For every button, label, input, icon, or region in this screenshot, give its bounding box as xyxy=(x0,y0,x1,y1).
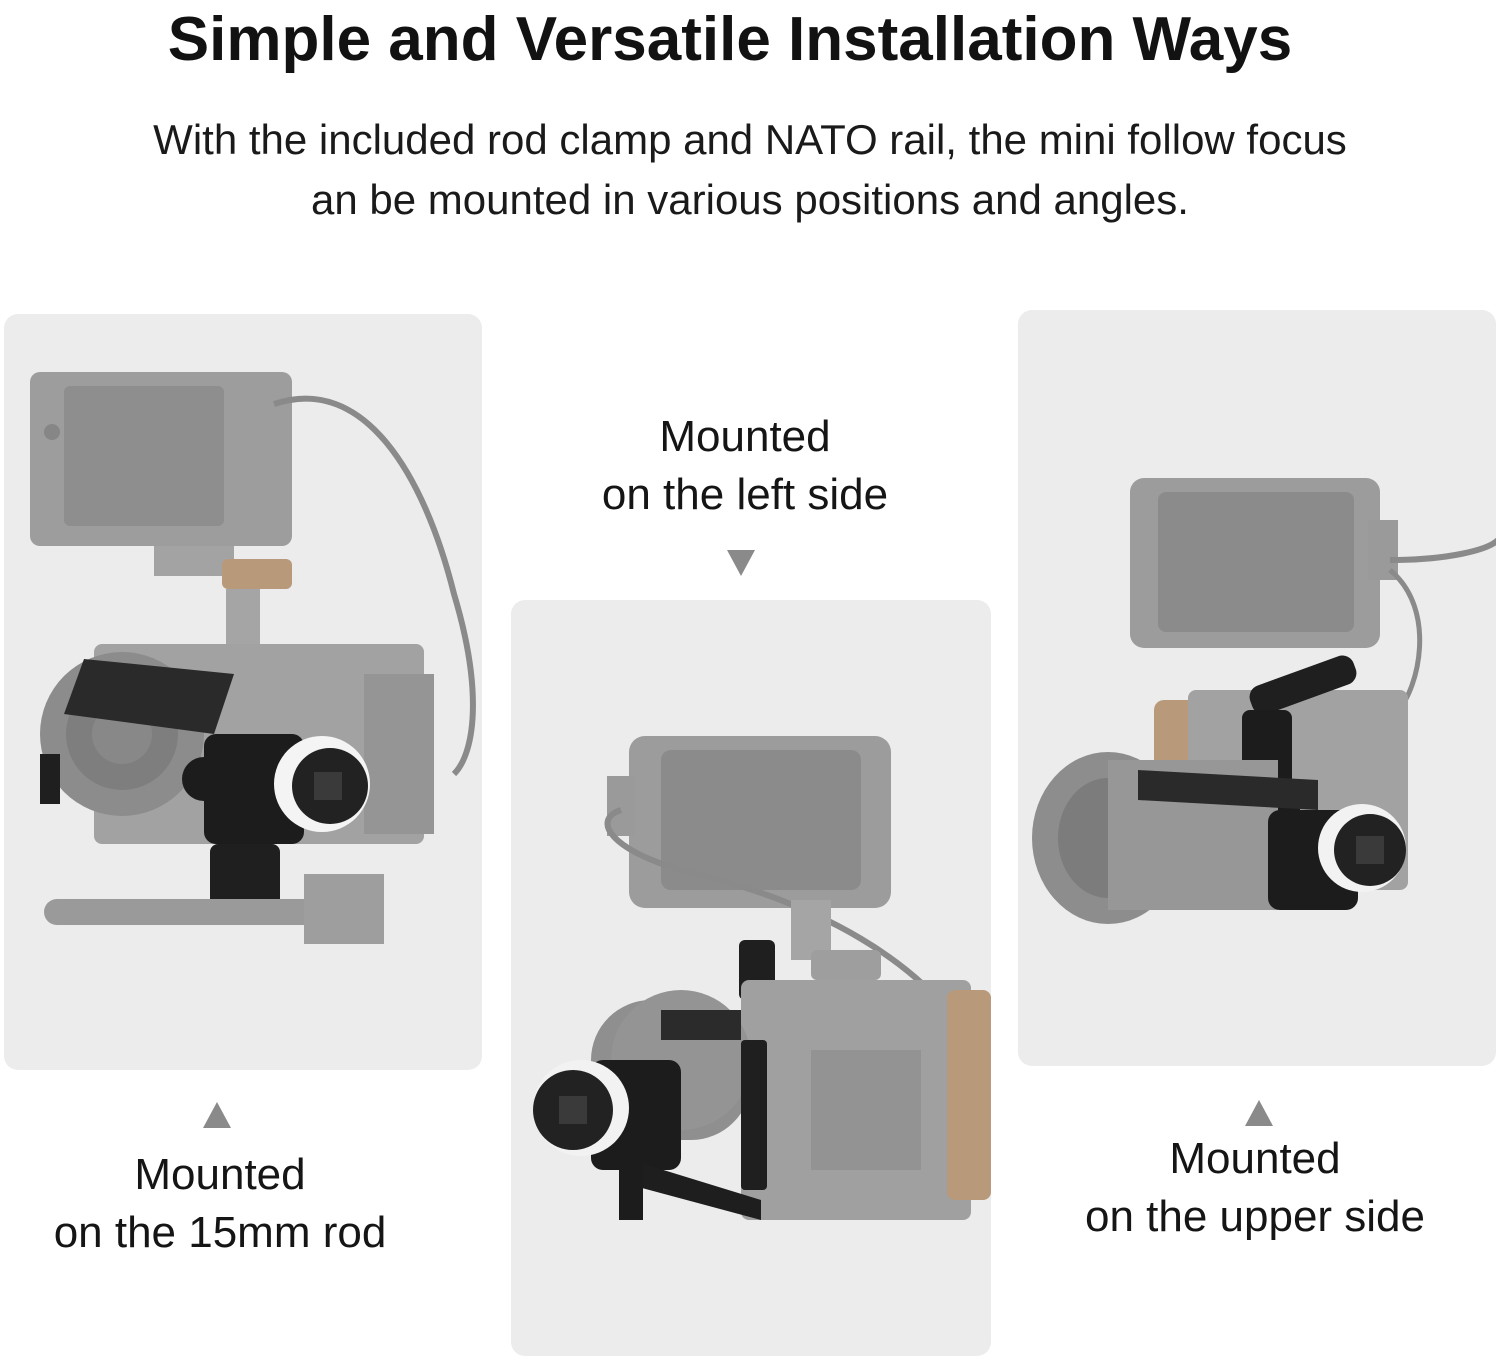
up-triangle-icon xyxy=(203,1102,231,1128)
caption-detail: on the 15mm rod xyxy=(53,1208,387,1257)
up-triangle-icon xyxy=(1245,1100,1273,1126)
subtitle-line-2: an be mounted in various positions and a… xyxy=(311,176,1189,223)
subtitle-line-1: With the included rod clamp and NATO rai… xyxy=(153,116,1347,163)
page-title: Simple and Versatile Installation Ways xyxy=(167,5,1293,74)
caption-detail: on the upper side xyxy=(1084,1192,1426,1241)
caption-left-side: Mounted on the left side xyxy=(560,408,930,524)
camera-rig-upper-side-image xyxy=(1032,478,1496,924)
caption-15mm-rod: Mounted on the 15mm rod xyxy=(10,1146,430,1262)
caption-title: Mounted xyxy=(134,1150,306,1199)
caption-title: Mounted xyxy=(659,412,831,461)
caption-title: Mounted xyxy=(1169,1134,1341,1183)
panel-left-side xyxy=(511,600,991,1356)
down-triangle-icon xyxy=(727,550,755,576)
page-subtitle: With the included rod clamp and NATO rai… xyxy=(0,110,1500,230)
panel-15mm-rod xyxy=(4,314,482,1070)
camera-rig-rod-mount-image xyxy=(30,372,476,944)
panel-upper-side xyxy=(1018,310,1496,1066)
caption-upper-side: Mounted on the upper side xyxy=(1050,1130,1460,1246)
camera-rig-left-side-image xyxy=(533,736,991,1220)
caption-detail: on the left side xyxy=(601,470,889,519)
